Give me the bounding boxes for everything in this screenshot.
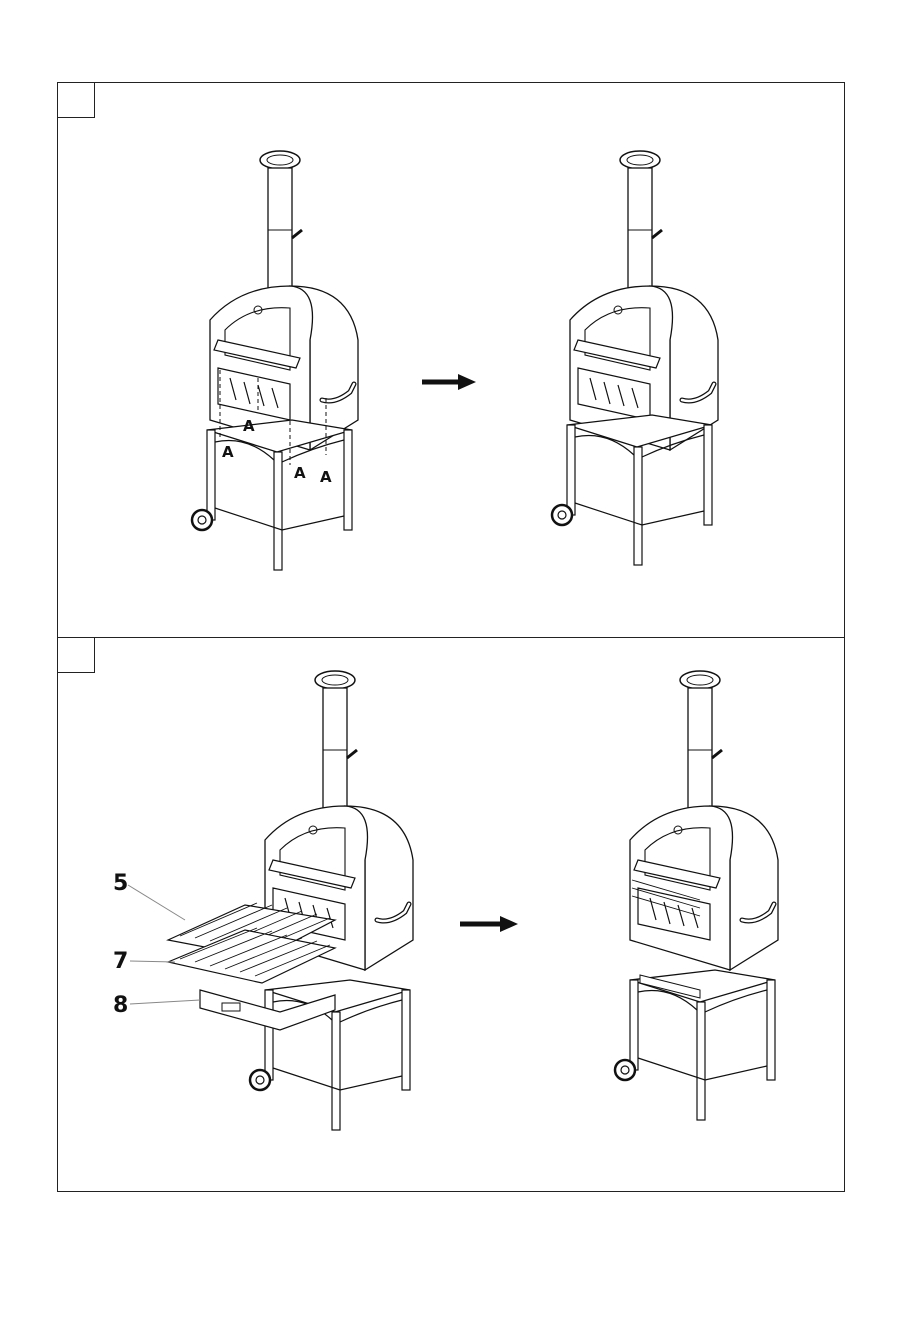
part-label-7: 7 <box>113 949 128 974</box>
screw-label-a1: A <box>243 417 255 435</box>
part-label-5: 5 <box>113 871 128 896</box>
step2-assembled-view <box>615 671 778 1120</box>
screw-label-a3: A <box>294 464 306 482</box>
screw-label-a2: A <box>222 443 234 461</box>
right-arrow-icon <box>460 916 518 932</box>
step1-assembled-view <box>552 151 718 565</box>
right-arrow-icon <box>422 374 476 390</box>
screw-label-a4: A <box>320 468 332 486</box>
step2-exploded-view: 5 7 8 <box>113 671 413 1130</box>
step1-exploded-view: A A A A <box>192 151 358 570</box>
part-label-8: 8 <box>113 993 128 1018</box>
